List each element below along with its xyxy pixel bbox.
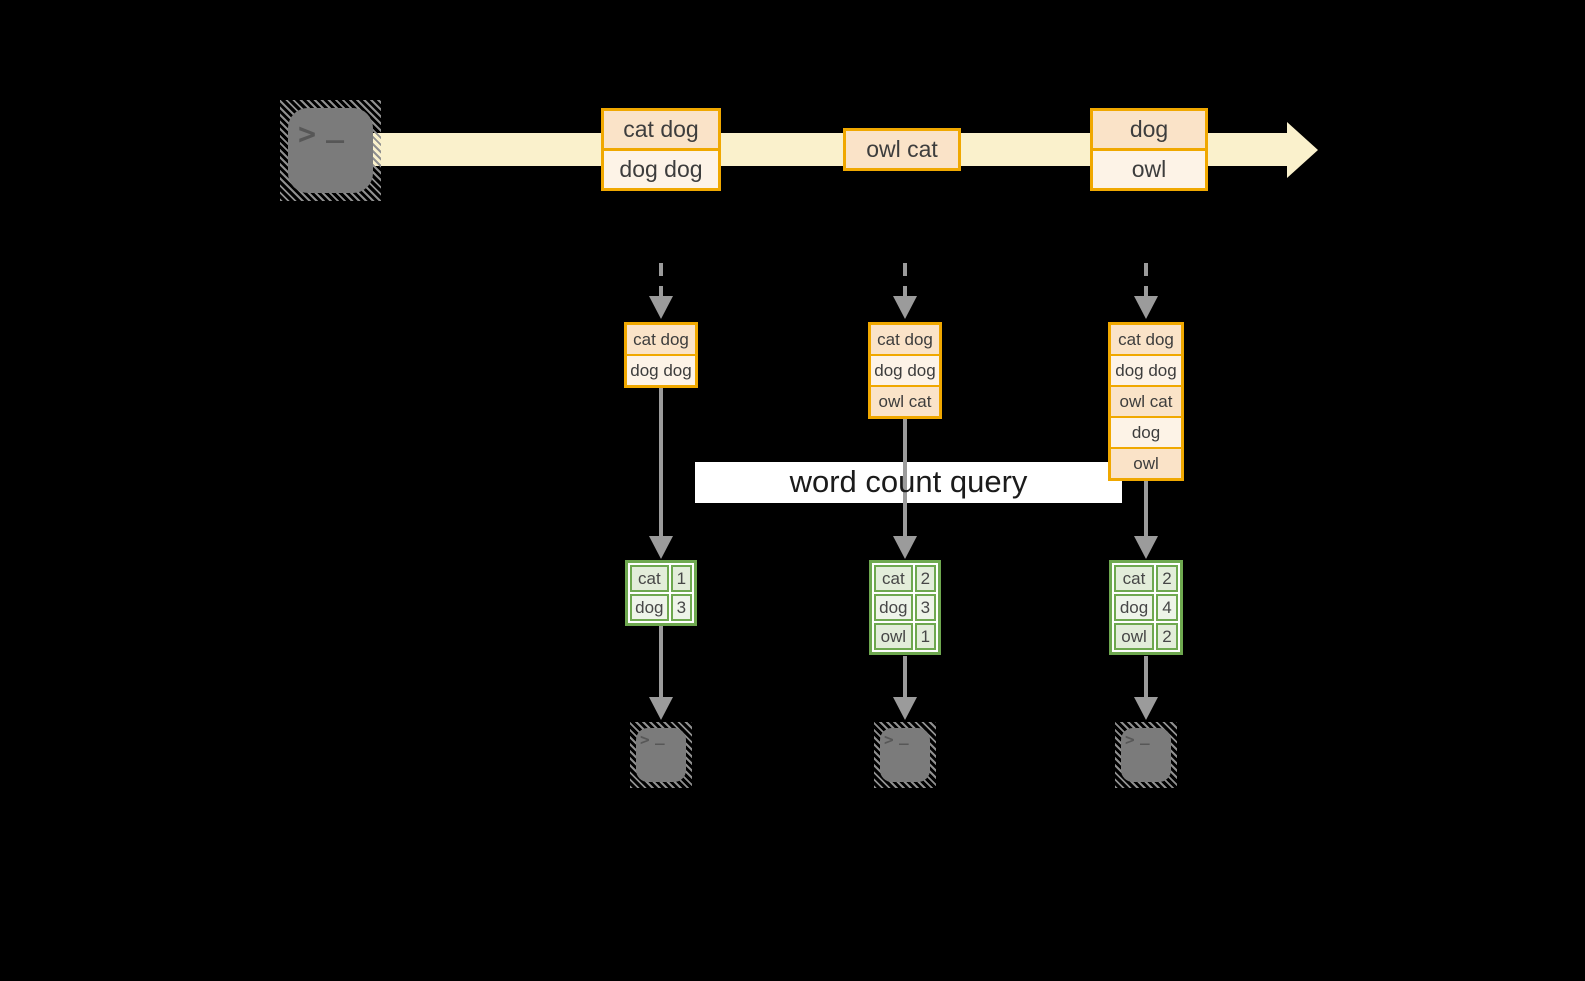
result-row: owl 1 <box>874 623 936 650</box>
sink-terminal-icon-2: > _ <box>874 722 936 788</box>
prompt-underscore-icon: _ <box>655 726 665 745</box>
state-record: owl cat <box>871 387 939 416</box>
flow-arrowhead-icon <box>1134 697 1158 720</box>
sink-terminal-icon-3: > _ <box>1115 722 1177 788</box>
trigger-arrow-dash <box>659 263 663 299</box>
flow-line <box>659 625 663 698</box>
prompt-underscore-icon: _ <box>1140 726 1150 745</box>
trigger-arrowhead-icon <box>649 296 673 319</box>
flow-arrowhead-icon <box>649 536 673 559</box>
result-count-cell: 4 <box>1156 594 1178 621</box>
result-word-cell: cat <box>630 565 669 592</box>
stream-record: dog <box>1093 111 1205 148</box>
prompt-chevron-icon: > <box>298 117 317 152</box>
trigger-arrow-dash <box>903 263 907 299</box>
result-table-trigger-3: cat 2 dog 4 owl 2 <box>1109 560 1183 655</box>
result-table-trigger-2: cat 2 dog 3 owl 1 <box>869 560 941 655</box>
result-row: cat 2 <box>1114 565 1178 592</box>
prompt-underscore-icon: _ <box>326 109 345 144</box>
input-stream-arrowhead-icon <box>1287 122 1318 178</box>
result-word-cell: cat <box>1114 565 1154 592</box>
result-word-cell: cat <box>874 565 913 592</box>
result-row: cat 1 <box>630 565 692 592</box>
trigger-arrowhead-icon <box>893 296 917 319</box>
result-table-trigger-1: cat 1 dog 3 <box>625 560 697 626</box>
stream-record: owl cat <box>846 131 958 168</box>
flow-arrowhead-icon <box>649 697 673 720</box>
result-word-cell: owl <box>874 623 913 650</box>
source-terminal-icon: > _ <box>280 100 381 201</box>
state-record: cat dog <box>871 325 939 354</box>
prompt-chevron-icon: > <box>1125 730 1135 749</box>
state-record: cat dog <box>1111 325 1181 354</box>
stream-record: dog dog <box>604 151 718 188</box>
sink-terminal-icon-1: > _ <box>630 722 692 788</box>
state-record: cat dog <box>627 325 695 354</box>
result-count-cell: 2 <box>914 565 936 592</box>
state-record: owl cat <box>1111 387 1181 416</box>
state-record: dog dog <box>871 356 939 385</box>
result-word-cell: dog <box>630 594 669 621</box>
state-record: owl <box>1111 449 1181 478</box>
flow-line <box>659 386 663 537</box>
prompt-underscore-icon: _ <box>899 726 909 745</box>
terminal-body <box>288 108 373 193</box>
flow-line <box>1144 479 1148 537</box>
terminal-body <box>636 728 686 782</box>
stream-batch-2: owl cat <box>843 128 961 171</box>
prompt-chevron-icon: > <box>884 730 894 749</box>
query-label: word count query <box>789 463 1028 499</box>
trigger-arrow-dash <box>1144 263 1148 299</box>
state-box-trigger-3: cat dog dog dog owl cat dog owl <box>1108 322 1184 481</box>
result-count-cell: 1 <box>914 623 936 650</box>
result-row: dog 3 <box>630 594 692 621</box>
result-count-cell: 3 <box>914 594 936 621</box>
query-band <box>695 462 1122 503</box>
state-box-trigger-2: cat dog dog dog owl cat <box>868 322 942 419</box>
terminal-body <box>1121 728 1171 782</box>
result-word-cell: dog <box>1114 594 1154 621</box>
flow-line <box>903 417 907 537</box>
flow-line <box>903 656 907 698</box>
result-row: owl 2 <box>1114 623 1178 650</box>
flow-arrowhead-icon <box>893 697 917 720</box>
trigger-arrowhead-icon <box>1134 296 1158 319</box>
stream-batch-1: cat dog dog dog <box>601 108 721 191</box>
result-count-cell: 3 <box>670 594 692 621</box>
result-row: dog 4 <box>1114 594 1178 621</box>
stream-batch-3: dog owl <box>1090 108 1208 191</box>
stream-record: cat dog <box>604 111 718 148</box>
result-row: cat 2 <box>874 565 936 592</box>
result-count-cell: 2 <box>1156 623 1178 650</box>
result-word-cell: dog <box>874 594 913 621</box>
flow-line <box>1144 656 1148 698</box>
prompt-chevron-icon: > <box>640 730 650 749</box>
flow-arrowhead-icon <box>893 536 917 559</box>
state-box-trigger-1: cat dog dog dog <box>624 322 698 388</box>
result-count-cell: 2 <box>1156 565 1178 592</box>
stream-record: owl <box>1093 151 1205 188</box>
state-record: dog <box>1111 418 1181 447</box>
terminal-body <box>880 728 930 782</box>
result-row: dog 3 <box>874 594 936 621</box>
result-word-cell: owl <box>1114 623 1154 650</box>
state-record: dog dog <box>1111 356 1181 385</box>
result-count-cell: 1 <box>670 565 692 592</box>
flow-arrowhead-icon <box>1134 536 1158 559</box>
state-record: dog dog <box>627 356 695 385</box>
